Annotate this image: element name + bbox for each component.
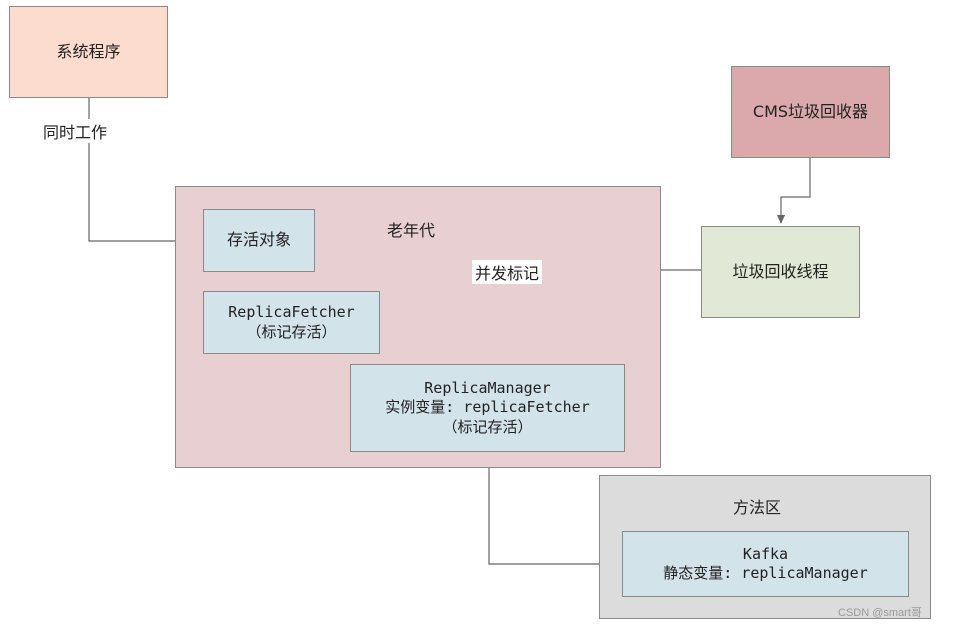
kafka-name: Kafka [742,544,789,563]
arrow-cms-to-gc-thread [777,158,811,224]
replica-fetcher-node: ReplicaFetcher （标记存活） [203,291,380,354]
kafka-node: Kafka 静态变量: replicaManager [622,531,909,597]
method-area-title: 方法区 [733,498,782,517]
replica-manager-field: 实例变量: replicaFetcher [385,398,590,417]
old-generation-title: 老年代 [387,221,436,240]
replica-manager-name: ReplicaManager [424,378,551,397]
cms-collector-node: CMS垃圾回收器 [731,66,890,158]
alive-objects-label: 存活对象 [226,230,291,250]
replica-fetcher-note: （标记存活） [246,322,337,341]
concurrent-mark-edge-label: 并发标记 [472,260,543,284]
watermark: CSDN @smart哥 [838,607,922,619]
kafka-static-field: 静态变量: replicaManager [663,564,868,582]
replica-manager-note: （标记存活） [442,417,533,436]
arrow-kafka-to-manager [485,454,622,565]
gc-thread-label: 垃圾回收线程 [732,261,829,281]
replica-fetcher-name: ReplicaFetcher [228,303,355,321]
gc-thread-node: 垃圾回收线程 [701,226,860,318]
system-program-label: 系统程序 [56,41,121,61]
cms-collector-label: CMS垃圾回收器 [752,101,869,121]
arrow-system-to-alive [88,98,201,245]
replica-manager-node: ReplicaManager 实例变量: replicaFetcher （标记存… [350,364,625,452]
work-together-edge-label: 同时工作 [41,119,110,143]
alive-objects-node: 存活对象 [203,209,315,272]
system-program-node: 系统程序 [9,6,168,98]
